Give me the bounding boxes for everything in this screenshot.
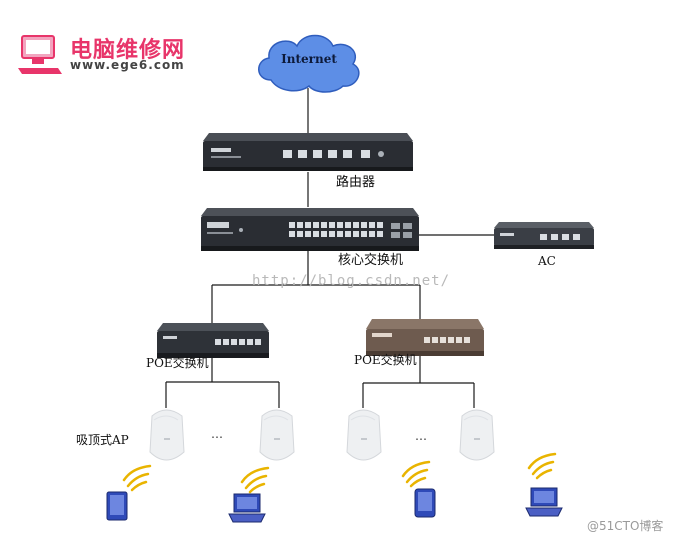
core-switch-device — [201, 208, 419, 251]
router-label: 路由器 — [336, 175, 376, 190]
watermark-text: http://blog.csdn.net/ — [252, 273, 451, 289]
router-device — [203, 133, 413, 171]
ap-ellipsis-right: … — [415, 429, 428, 443]
computer-icon — [18, 35, 62, 74]
internet-label: Internet — [281, 52, 337, 66]
poe-switch-left-device — [157, 323, 269, 358]
laptop-icon — [525, 487, 563, 517]
phone-icon — [414, 488, 436, 518]
wifi-signal-1 — [122, 464, 152, 492]
ceiling-ap-3 — [346, 409, 382, 461]
internet-cloud: Internet — [253, 30, 365, 94]
ac-label: AC — [538, 254, 556, 268]
ceiling-ap-2 — [259, 409, 295, 461]
ap-label: 吸顶式AP — [76, 433, 129, 447]
wifi-signal-3 — [401, 460, 431, 488]
core-switch-label: 核心交换机 — [338, 253, 404, 268]
ceiling-ap-4 — [459, 409, 495, 461]
poe-switch-left-label: POE交换机 — [146, 356, 209, 370]
ap-ellipsis-left: … — [211, 427, 224, 441]
corner-watermark: @51CTO博客 — [587, 519, 664, 533]
tablet-icon — [106, 491, 128, 521]
wifi-signal-2 — [240, 466, 270, 494]
brand-logo: 电脑维修网 www.ege6.com — [18, 28, 218, 78]
ceiling-ap-1 — [149, 409, 185, 461]
poe-switch-right-label: POE交换机 — [354, 353, 417, 367]
ac-device — [494, 222, 594, 249]
wifi-signal-4 — [527, 452, 557, 480]
poe-switch-right-device — [366, 319, 484, 356]
brand-title: 电脑维修网 — [70, 38, 186, 63]
laptop-icon — [228, 493, 266, 523]
brand-url: www.ege6.com — [70, 58, 185, 72]
cloud-icon — [258, 34, 360, 93]
